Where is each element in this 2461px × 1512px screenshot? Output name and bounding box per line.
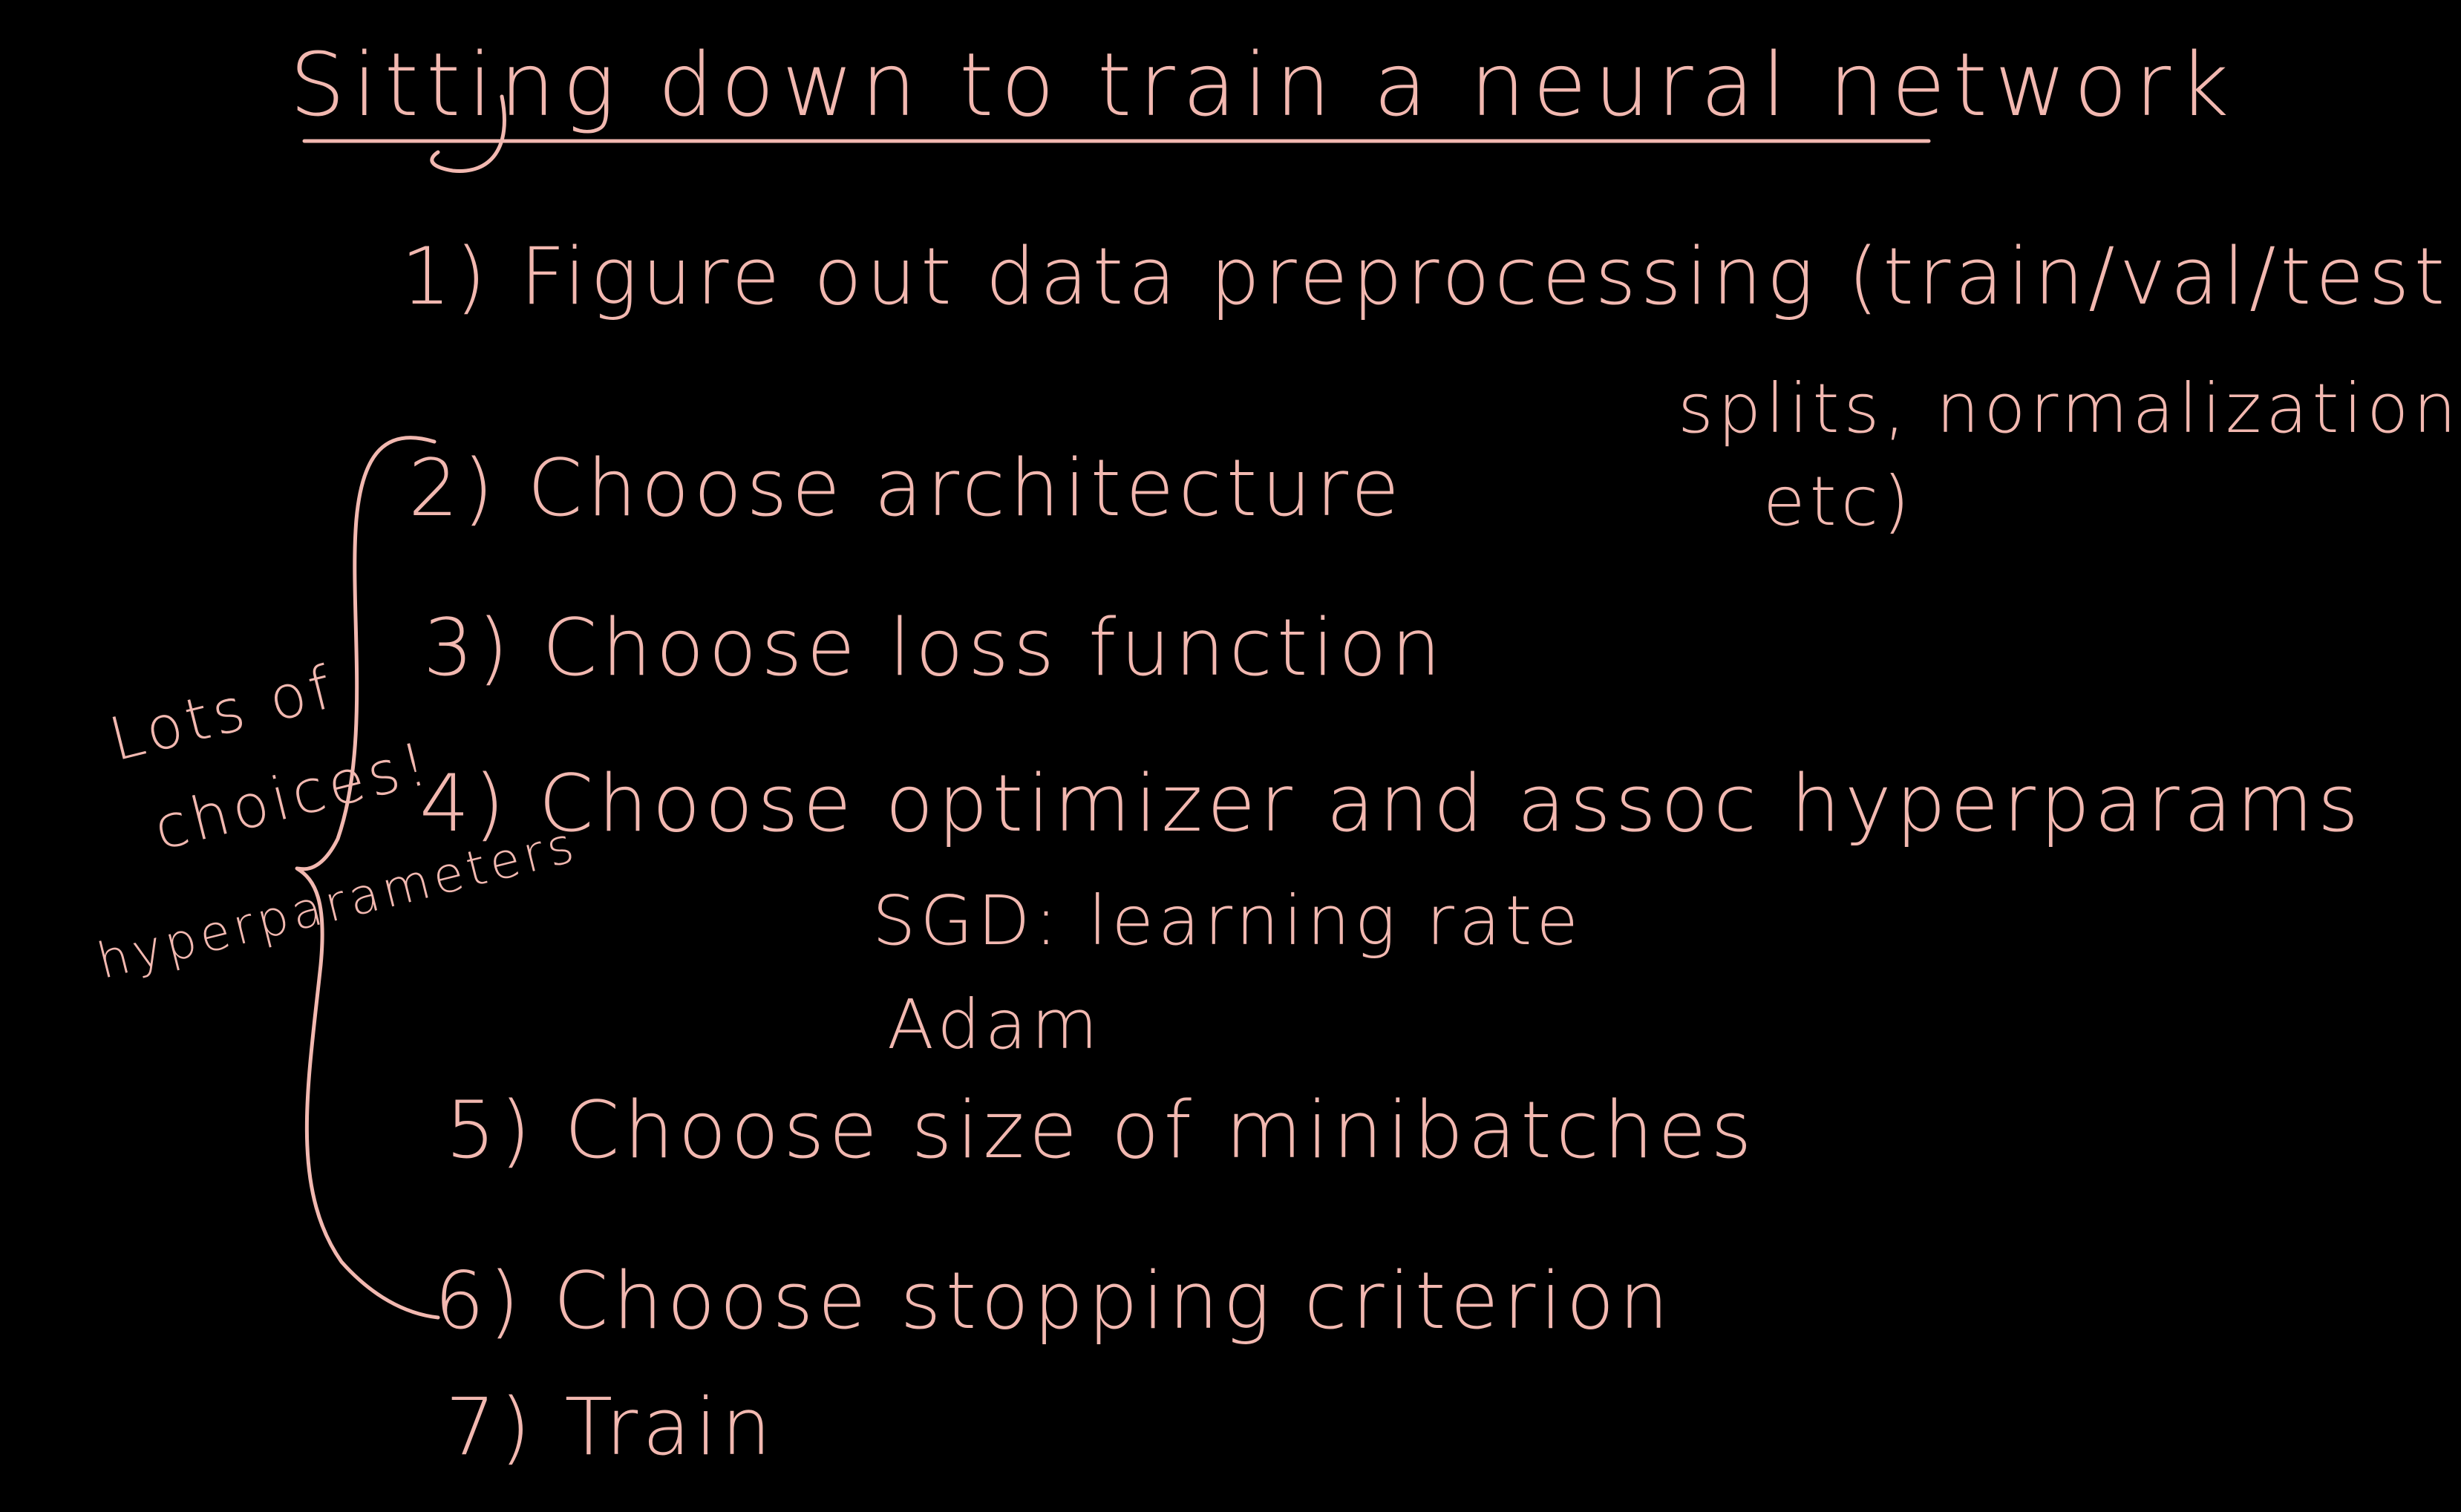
- step-7: 7) Train: [445, 1381, 776, 1473]
- step-1-continuation-line-2: etc): [1763, 462, 1915, 541]
- optimizer-note-adam: Adam: [887, 985, 1102, 1064]
- whiteboard: Sitting down to train a neural network 1…: [91, 33, 2457, 1473]
- step-2: 2) Choose architecture: [408, 442, 1404, 534]
- step-1-continuation-line-1: splits, normalization: [1678, 369, 2461, 448]
- step-6: 6) Choose stopping criterion: [434, 1255, 1673, 1346]
- page-title: Sitting down to train a neural network: [290, 33, 2237, 136]
- step-1: 1) Figure out data preprocessing (train/…: [401, 231, 2450, 322]
- ink-strokes: [295, 94, 1931, 1320]
- title-g-tail: [430, 94, 506, 173]
- optimizer-note-sgd: SGD: learning rate: [872, 881, 1584, 960]
- step-4: 4) Choose optimizer and assoc hyperparam…: [419, 758, 2364, 849]
- hyperparameter-brace: [295, 436, 440, 1320]
- step-3: 3) Choose loss function: [423, 602, 1445, 693]
- step-5: 5) Choose size of minibatches: [445, 1084, 1756, 1176]
